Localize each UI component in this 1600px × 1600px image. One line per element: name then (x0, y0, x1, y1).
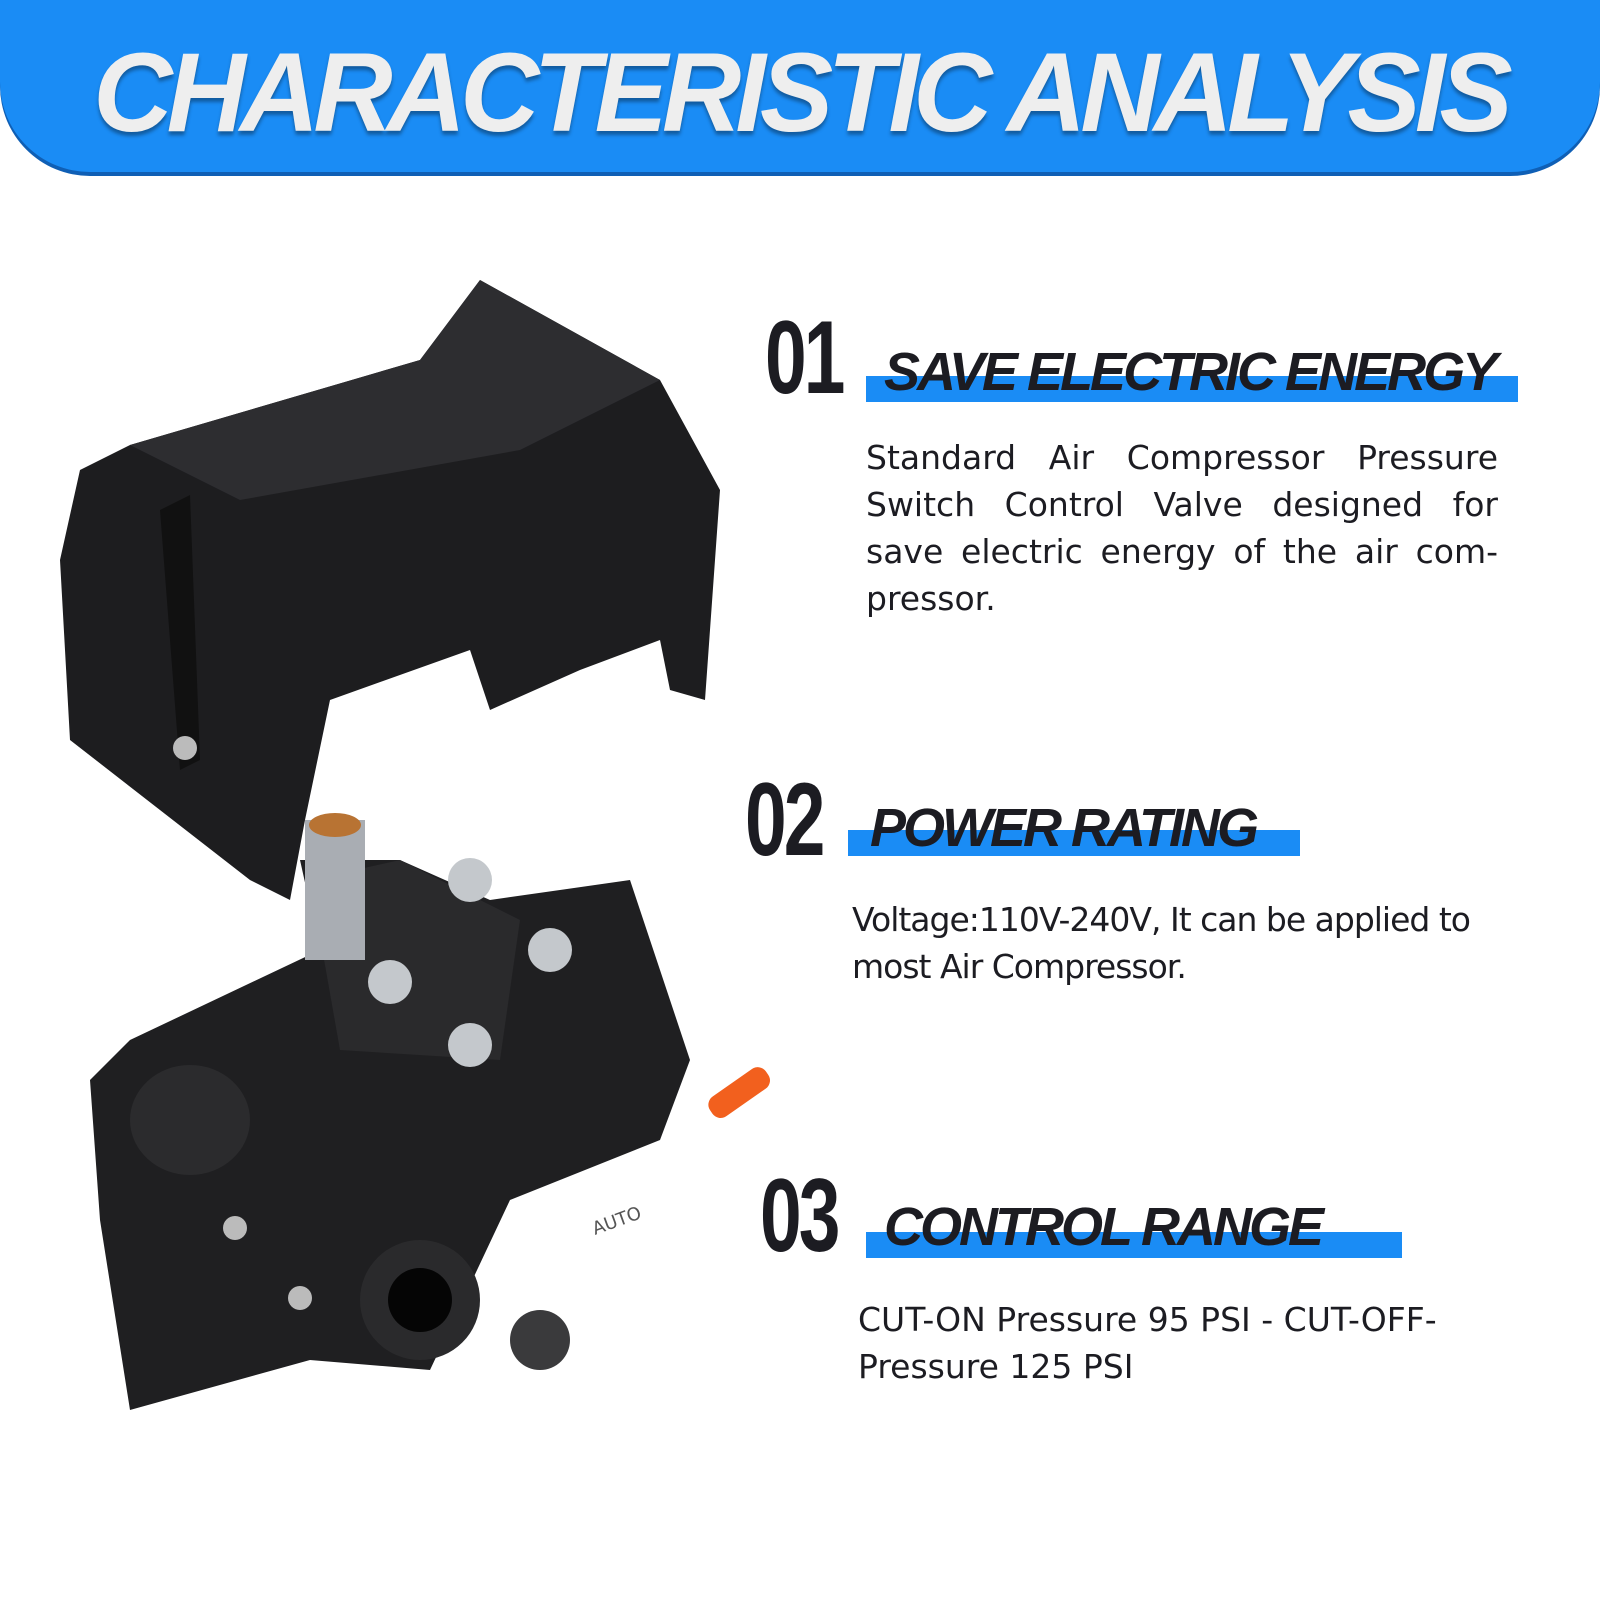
header-banner: CHARACTERISTIC ANALYSIS (0, 0, 1600, 172)
auto-label: AUTO (590, 1203, 645, 1240)
feature-number: 01 (765, 300, 845, 416)
title-underline-bar (866, 376, 1518, 402)
switch-cover (60, 280, 720, 900)
feature-description: Voltage:110V-240V, It can be applied to … (852, 900, 1471, 986)
feature-description: Standard Air Compressor Pressure Switch … (866, 438, 1498, 618)
lever-handle (708, 1067, 770, 1118)
pipe-fitting (305, 820, 365, 960)
feature-title: POWER RATING (870, 798, 1259, 858)
feature-number: 02 (745, 762, 825, 878)
pressure-switch-image: AUTO (60, 280, 770, 1410)
switch-body: AUTO (90, 813, 770, 1410)
feature-title: CONTROL RANGE (884, 1197, 1324, 1257)
feature-number: 03 (760, 1158, 840, 1274)
feature-description: CUT-ON Pressure 95 PSI - CUT-OFF-Pressur… (858, 1300, 1437, 1386)
screw-icon (173, 736, 197, 760)
title-underline-bar (866, 1232, 1402, 1258)
title-underline-bar (848, 830, 1300, 856)
page-title: CHARACTERISTIC ANALYSIS (93, 30, 1512, 155)
feature-title: SAVE ELECTRIC ENERGY (884, 342, 1498, 402)
